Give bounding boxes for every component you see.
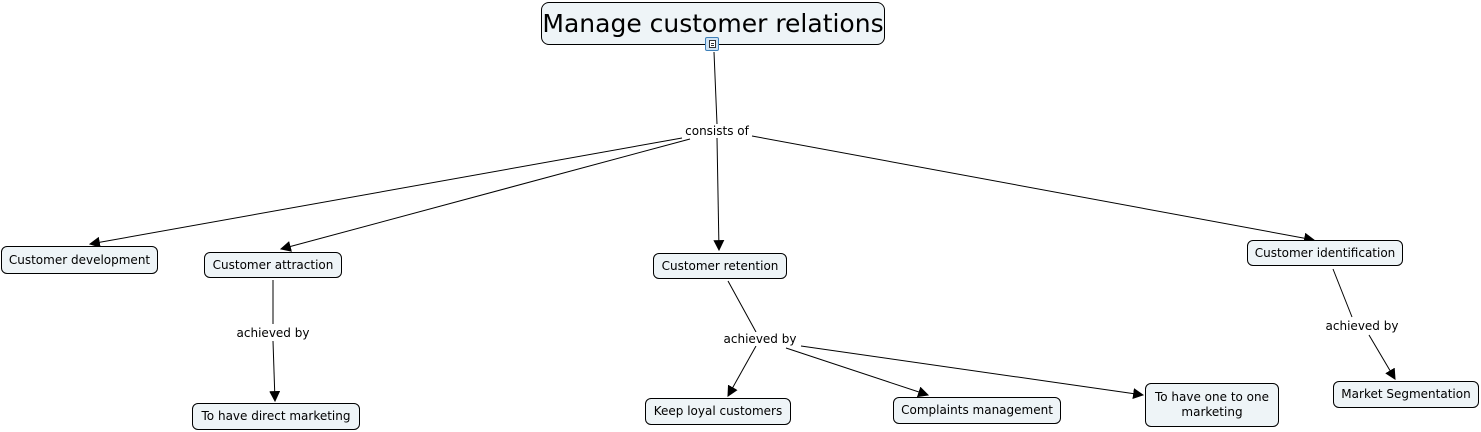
concept-label: Customer retention — [661, 258, 779, 273]
concept-label: Keep loyal customers — [653, 404, 783, 418]
link-to-customer-development — [88, 137, 683, 248]
link-root-to-consists-of — [713, 51, 718, 125]
concept-label: Customer identification — [1254, 245, 1396, 260]
link-label-achieved-by-retention: achieved by — [721, 332, 799, 346]
link-to-keep-loyal — [727, 345, 757, 397]
concept-complaints-management[interactable]: Complaints management — [893, 397, 1061, 424]
link-to-direct-marketing — [269, 340, 281, 403]
concept-label: Customer development — [8, 252, 151, 267]
document-icon[interactable] — [705, 37, 719, 51]
link-to-market-segmentation — [1368, 334, 1396, 380]
link-to-one-to-one — [800, 345, 1145, 400]
concept-customer-development[interactable]: Customer development — [1, 246, 158, 274]
link-to-customer-identification — [751, 135, 1316, 244]
link-to-customer-attraction — [279, 138, 691, 252]
concept-label: To have one to one marketing — [1154, 390, 1270, 419]
link-label-consists-of: consists of — [683, 124, 751, 138]
root-concept-manage-customer-relations[interactable]: Manage customer relations — [541, 2, 885, 45]
concept-customer-identification[interactable]: Customer identification — [1247, 240, 1403, 266]
concept-one-to-one-marketing[interactable]: To have one to one marketing — [1145, 383, 1279, 427]
link-identification-to-achieved-by — [1332, 268, 1353, 318]
root-concept-label: Manage customer relations — [542, 9, 884, 38]
concept-direct-marketing[interactable]: To have direct marketing — [192, 403, 360, 430]
concept-label: Market Segmentation — [1341, 387, 1471, 401]
concept-label: To have direct marketing — [201, 409, 351, 423]
link-to-customer-retention — [713, 137, 725, 252]
concept-label: Complaints management — [901, 403, 1053, 417]
concept-customer-retention[interactable]: Customer retention — [653, 253, 787, 279]
link-label-achieved-by-identification: achieved by — [1323, 319, 1401, 333]
link-label-achieved-by-attraction: achieved by — [234, 326, 312, 340]
concept-customer-attraction[interactable]: Customer attraction — [204, 252, 342, 278]
concept-label: Customer attraction — [212, 257, 334, 272]
concept-market-segmentation[interactable]: Market Segmentation — [1333, 381, 1479, 408]
concept-keep-loyal-customers[interactable]: Keep loyal customers — [645, 398, 791, 425]
link-to-complaints — [785, 347, 930, 398]
link-retention-to-achieved-by — [727, 280, 757, 333]
